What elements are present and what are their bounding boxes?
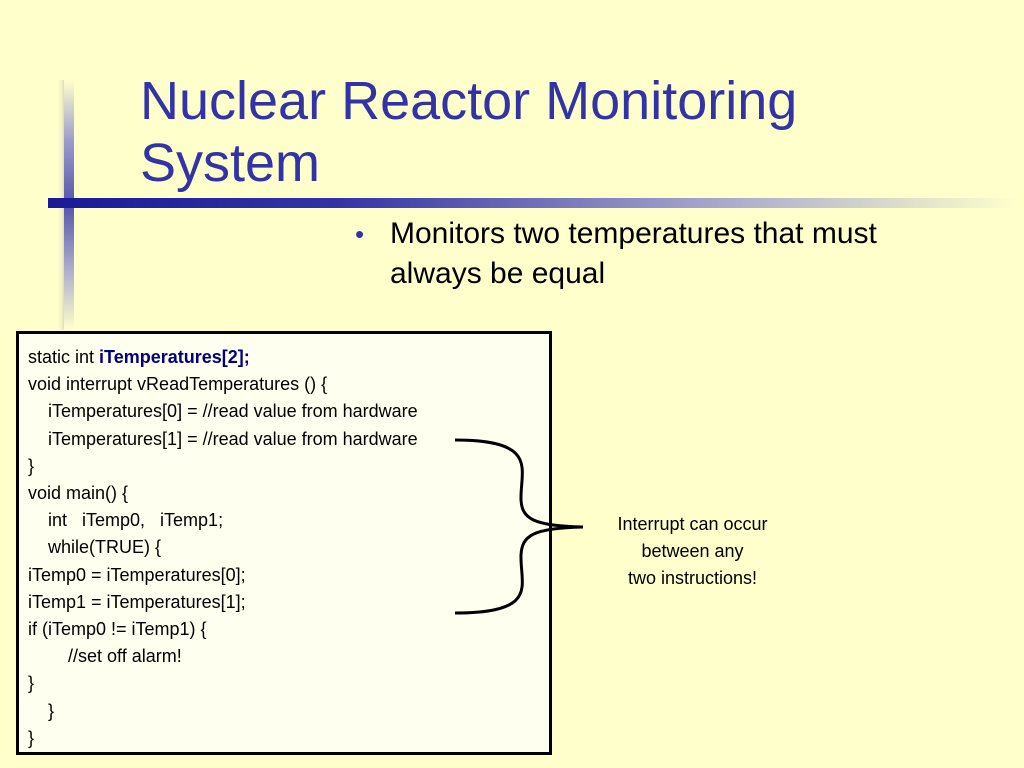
title-line-1: Nuclear Reactor Monitoring — [140, 71, 798, 131]
code-line: iTemperatures[0] = //read value from har… — [28, 401, 418, 422]
code-line: static int iTemperatures[2]; — [28, 344, 549, 371]
bullet-text-line-1: Monitors two temperatures that must — [390, 217, 877, 250]
code-line: if (iTemp0 != iTemp1) { — [28, 619, 207, 640]
code-line: void interrupt vReadTemperatures () { — [28, 374, 328, 395]
code-line: iTemp1 = iTemperatures[1]; — [28, 591, 246, 612]
code-line: //set off alarm! — [28, 646, 182, 667]
code-line: } — [28, 700, 55, 721]
callout-line-3: two instructions! — [627, 568, 758, 588]
slide-title: Nuclear Reactor Monitoring System — [140, 70, 1000, 194]
code-line: void main() { — [28, 483, 129, 504]
bullet-item: • Monitors two temperatures that must al… — [355, 214, 1005, 294]
code-highlight: iTemperatures[2]; — [99, 347, 250, 367]
code-line: } — [28, 727, 35, 748]
bullet-text-line-2: always be equal — [390, 257, 606, 290]
code-listing: static int iTemperatures[2]; void interr… — [16, 331, 552, 755]
callout-line-2: between any — [641, 541, 744, 561]
title-line-2: System — [140, 133, 321, 193]
code-line: iTemp0 = iTemperatures[0]; — [28, 564, 246, 585]
bullet-list: • Monitors two temperatures that must al… — [355, 214, 1005, 294]
code-line: } — [28, 673, 35, 694]
bullet-marker: • — [355, 219, 365, 249]
code-line: while(TRUE) { — [28, 537, 162, 558]
code-line: } — [28, 455, 35, 476]
callout-note: Interrupt can occur between any two inst… — [575, 511, 810, 592]
code-line-prefix: static int — [28, 347, 100, 367]
callout-line-1: Interrupt can occur — [617, 514, 768, 534]
code-line: int iTemp0, iTemp1; — [28, 510, 224, 531]
code-line: iTemperatures[1] = //read value from har… — [28, 428, 418, 449]
